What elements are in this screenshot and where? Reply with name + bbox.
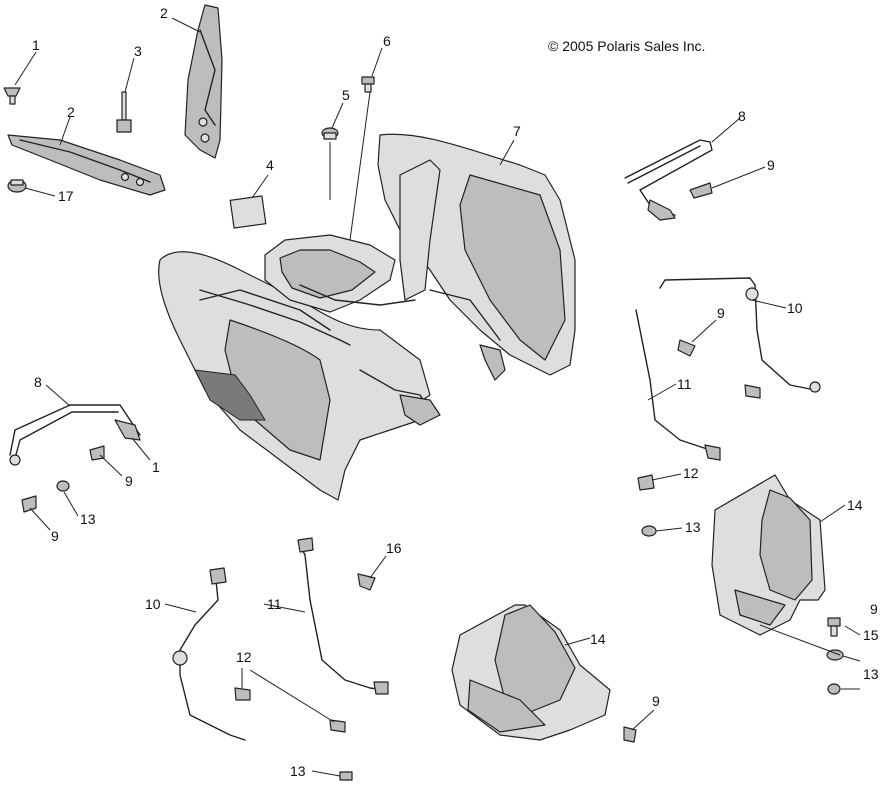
support-rod-11-right bbox=[635, 309, 721, 461]
handle-bar-left bbox=[9, 404, 141, 466]
push-pin-9-right-top bbox=[689, 182, 713, 199]
callout-9: 9 bbox=[652, 693, 660, 709]
callout-9: 9 bbox=[717, 305, 725, 321]
push-pin-9-right-mid bbox=[677, 339, 696, 357]
callout-14: 14 bbox=[590, 631, 606, 647]
callout-12: 12 bbox=[236, 649, 252, 665]
callout-7: 7 bbox=[513, 123, 521, 139]
callout-13: 13 bbox=[80, 511, 96, 527]
support-rod-10-right bbox=[659, 277, 821, 393]
push-pin-9-bottom-center bbox=[623, 726, 637, 743]
callout-3: 3 bbox=[134, 43, 142, 59]
callout-12: 12 bbox=[683, 465, 699, 481]
splash-guard-right bbox=[711, 474, 826, 636]
callout-13: 13 bbox=[863, 666, 879, 682]
callout-17: 17 bbox=[58, 188, 74, 204]
fastener-grommet-5 bbox=[321, 127, 339, 140]
support-rod-10-left bbox=[172, 567, 246, 741]
front-cab-body bbox=[158, 251, 441, 501]
bracket-horizontal bbox=[7, 134, 166, 196]
callout-11: 11 bbox=[677, 376, 692, 392]
nut-13-left bbox=[56, 480, 70, 492]
support-rod-11-left bbox=[297, 537, 389, 695]
callout-5: 5 bbox=[342, 87, 350, 103]
callout-10: 10 bbox=[145, 596, 161, 612]
callout-6: 6 bbox=[383, 33, 391, 49]
fastener-bolt-3 bbox=[116, 91, 132, 133]
push-pin-9-left-b bbox=[21, 495, 37, 513]
callout-13: 13 bbox=[685, 519, 701, 535]
callout-2: 2 bbox=[67, 104, 75, 120]
leader-lines bbox=[14, 17, 861, 777]
callout-4: 4 bbox=[266, 157, 274, 173]
callout-9: 9 bbox=[125, 473, 133, 489]
callout-11: 11 bbox=[267, 596, 282, 612]
callout-9: 9 bbox=[870, 601, 878, 617]
nut-13-far-right bbox=[827, 683, 841, 695]
washer-15 bbox=[826, 649, 844, 661]
callout-labels: 1 1 2 2 3 4 5 6 7 8 8 9 9 9 9 9 9 10 10 … bbox=[32, 5, 879, 779]
callout-1: 1 bbox=[32, 37, 40, 53]
callout-8: 8 bbox=[738, 108, 746, 124]
callout-15: 15 bbox=[863, 627, 879, 643]
fastener-rivet-1 bbox=[3, 87, 21, 105]
splash-guard-center bbox=[451, 604, 611, 741]
storage-tray bbox=[199, 195, 416, 346]
nut-13-bottom bbox=[339, 771, 353, 781]
callout-14: 14 bbox=[847, 497, 863, 513]
nut-13-right bbox=[641, 525, 657, 537]
push-pin-16 bbox=[357, 573, 376, 591]
push-pin-9-left-a bbox=[89, 445, 105, 461]
clip-12-left bbox=[234, 687, 346, 733]
callout-9: 9 bbox=[767, 157, 775, 173]
fastener-pin-6 bbox=[361, 76, 375, 93]
push-pin-9-bottom-right bbox=[827, 617, 841, 637]
handle-bar-right bbox=[624, 139, 713, 221]
clip-12-right bbox=[637, 384, 761, 491]
callout-1: 1 bbox=[152, 459, 160, 475]
callout-13: 13 bbox=[290, 763, 306, 779]
fastener-grommet-17 bbox=[7, 179, 27, 193]
callout-9: 9 bbox=[51, 528, 59, 544]
front-fender-right bbox=[377, 133, 576, 381]
callout-10: 10 bbox=[787, 300, 803, 316]
callout-2: 2 bbox=[160, 5, 168, 21]
copyright-notice: © 2005 Polaris Sales Inc. bbox=[548, 38, 706, 54]
callout-16: 16 bbox=[386, 540, 402, 556]
callout-8: 8 bbox=[34, 374, 42, 390]
bracket-vertical bbox=[184, 4, 223, 159]
